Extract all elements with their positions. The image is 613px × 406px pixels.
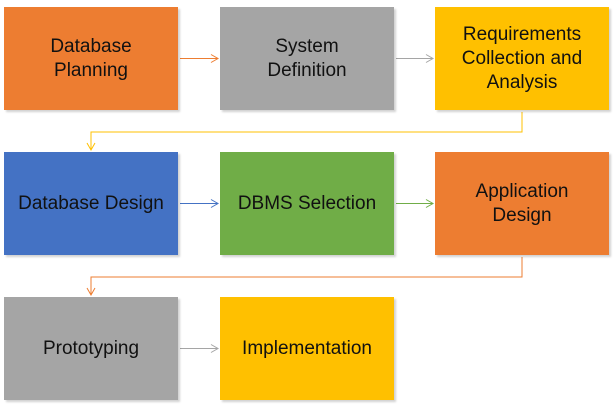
box-label-line: Design bbox=[492, 204, 552, 226]
connector-arrow bbox=[90, 257, 523, 295]
box-label-line: System bbox=[275, 35, 339, 57]
box-requirements-collection: Requirements Collection and Analysis bbox=[435, 7, 609, 110]
box-label: Database Design bbox=[18, 192, 164, 216]
box-label-line: Prototyping bbox=[42, 337, 140, 359]
box-label-line: Collection and bbox=[461, 47, 583, 69]
box-label-line: Definition bbox=[267, 59, 347, 81]
box-label-line: Analysis bbox=[486, 71, 558, 93]
box-label-line: Database bbox=[50, 35, 132, 57]
box-label: System Definition bbox=[267, 35, 346, 83]
arrowhead bbox=[425, 54, 435, 63]
arrowhead bbox=[86, 142, 96, 152]
box-label-line: Application bbox=[475, 180, 569, 202]
box-label-line: Requirements bbox=[462, 23, 582, 45]
box-dbms-selection: DBMS Selection bbox=[220, 152, 394, 255]
connector-arrow bbox=[90, 112, 523, 150]
box-label: DBMS Selection bbox=[238, 192, 376, 216]
box-prototyping: Prototyping bbox=[4, 297, 178, 400]
box-label-line: Implementation bbox=[242, 337, 372, 359]
box-database-design: Database Design bbox=[4, 152, 178, 255]
box-label-line: Planning bbox=[54, 59, 128, 81]
arrowhead bbox=[210, 199, 220, 208]
box-database-planning: Database Planning bbox=[4, 7, 178, 110]
arrowhead bbox=[210, 344, 220, 353]
box-label: Application Design bbox=[476, 180, 569, 228]
arrowhead bbox=[210, 54, 220, 63]
box-label: Implementation bbox=[242, 337, 372, 361]
arrowhead bbox=[86, 287, 96, 297]
box-application-design: Application Design bbox=[435, 152, 609, 255]
box-label: Prototyping bbox=[43, 337, 139, 361]
box-system-definition: System Definition bbox=[220, 7, 394, 110]
box-label: Requirements Collection and Analysis bbox=[462, 23, 582, 95]
box-label-line: Database Design bbox=[18, 192, 164, 214]
arrowhead bbox=[425, 199, 435, 208]
box-label: Database Planning bbox=[50, 35, 131, 83]
box-implementation: Implementation bbox=[220, 297, 394, 400]
box-label-line: DBMS Selection bbox=[237, 192, 377, 214]
